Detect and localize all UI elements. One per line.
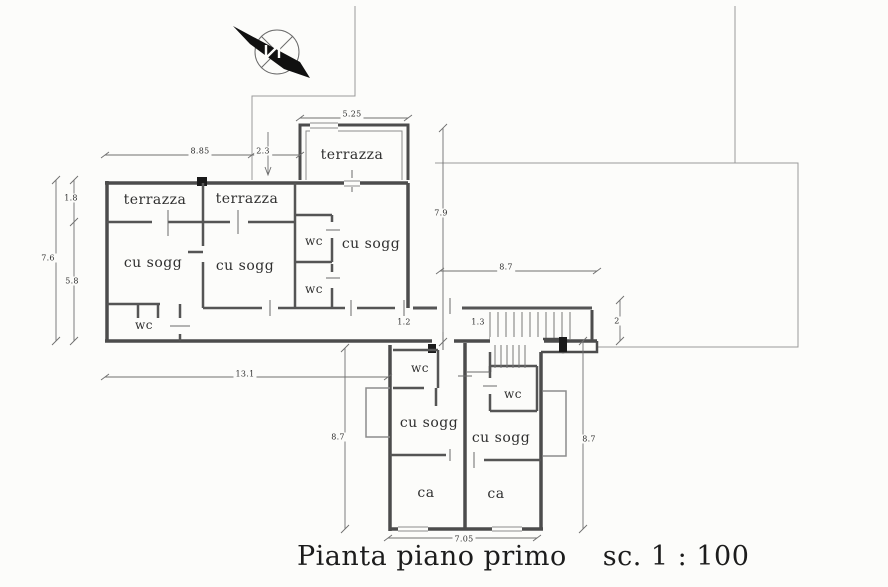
- room-label-terrazza-mid: terrazza: [215, 191, 279, 207]
- dim-label-door-1: 1.2: [395, 317, 413, 327]
- dim-label-door-2: 1.3: [469, 317, 487, 327]
- dimension-lines: [51, 114, 625, 542]
- room-label-wc-unit-left: wc: [411, 361, 429, 375]
- room-label-wc-closet-upper: wc: [305, 234, 323, 248]
- room-label-terrazza-top: terrazza: [320, 147, 384, 163]
- room-label-wc-closet-lower: wc: [305, 282, 323, 296]
- pilaster-notch-1: [197, 177, 207, 186]
- pilaster-notch-2: [559, 337, 567, 352]
- dim-label-lower-width: 7.05: [452, 534, 476, 544]
- dim-label-lower-left-height: 8.7: [329, 432, 347, 442]
- north-arrow-icon: [233, 26, 310, 78]
- room-label-cu-sogg-upper-left: cu sogg: [123, 255, 183, 271]
- room-label-cu-sogg-unit-left: cu sogg: [399, 415, 459, 431]
- corridor-stairs: [489, 312, 571, 339]
- balconies: [365, 387, 567, 457]
- lower-building-windows: [398, 524, 522, 534]
- site-boundary-lines: [251, 6, 799, 348]
- drawing-title: Pianta piano primo sc. 1 : 100: [297, 541, 749, 572]
- dim-label-right-height: 7.9: [432, 208, 450, 218]
- room-label-wc-upper-left: wc: [135, 318, 153, 332]
- upper-block-top-window: [344, 178, 360, 187]
- dim-label-top-mid: 2.3: [254, 146, 272, 156]
- dim-label-left-lower: 5.8: [63, 276, 81, 286]
- drawing-scale: sc. 1 : 100: [602, 541, 750, 572]
- dim-label-lower-right-height: 8.7: [580, 434, 598, 444]
- room-label-ca-unit-right: ca: [487, 486, 505, 502]
- room-label-cu-sogg-unit-right: cu sogg: [471, 430, 531, 446]
- entry-stairs: [494, 345, 526, 368]
- pilaster-notch-3: [428, 344, 436, 353]
- dim-label-left-upper: 1.8: [62, 193, 80, 203]
- room-label-wc-unit-right: wc: [504, 387, 522, 401]
- room-label-terrazza-left: terrazza: [123, 192, 187, 208]
- dim-label-corridor-width: 2: [612, 316, 622, 326]
- dim-label-terrace-top-width: 5.25: [340, 109, 364, 119]
- upper-block-door-marks: [167, 210, 451, 327]
- room-label-ca-unit-left: ca: [417, 485, 435, 501]
- dim-label-top-left: 8.85: [188, 146, 212, 156]
- dim-label-corridor-length: 8.7: [497, 262, 515, 272]
- dim-label-bottom-left: 13.1: [233, 369, 257, 379]
- dim-label-left-total: 7.6: [39, 253, 57, 263]
- room-label-cu-sogg-upper-right: cu sogg: [341, 236, 401, 252]
- terrace-top-walls: [298, 119, 410, 192]
- drawing-title-text: Pianta piano primo: [297, 541, 567, 572]
- lower-building-door-marks: [449, 371, 497, 468]
- upper-block-partitions: [107, 183, 592, 341]
- room-label-cu-sogg-upper-mid: cu sogg: [215, 258, 275, 274]
